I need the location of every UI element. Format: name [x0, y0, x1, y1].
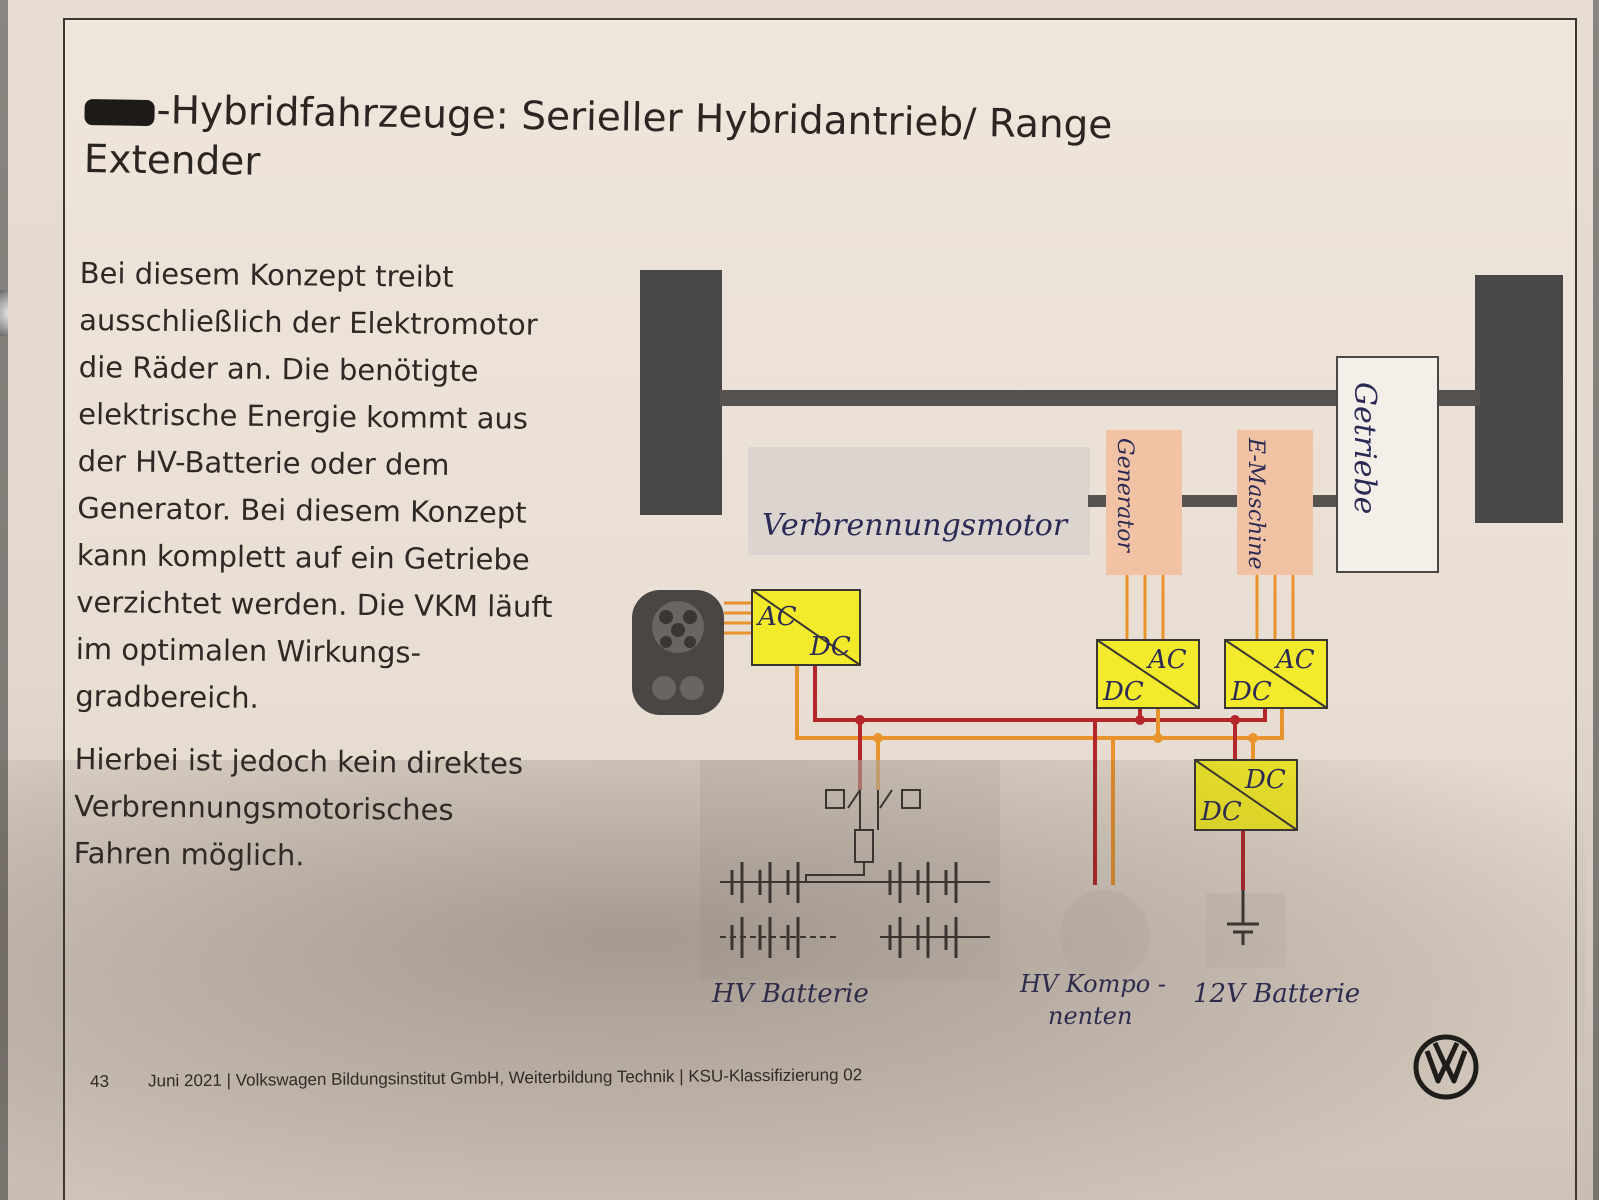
dc-dc-converter: DC DC	[1194, 759, 1298, 831]
gearbox-box	[1336, 356, 1439, 573]
slide-frame	[63, 18, 1577, 1200]
drive-axle	[720, 390, 1480, 406]
engine-shaft	[1088, 495, 1106, 507]
motor-ac-dc-converter: AC DC	[1224, 639, 1328, 709]
document-page	[8, 0, 1593, 1200]
hv-minus-bus	[795, 665, 1284, 740]
gearbox-label: Getriebe	[1347, 382, 1382, 514]
e-machine-shaft	[1313, 495, 1337, 507]
front-wheel	[640, 270, 722, 515]
svg-text:AC: AC	[1274, 645, 1315, 675]
hv-plus-bus	[813, 665, 1267, 722]
svg-text:DC: DC	[1230, 677, 1272, 707]
charging-socket-icon	[632, 590, 724, 715]
generator-shaft	[1182, 495, 1237, 507]
charger-ac-dc-converter: AC DC	[751, 589, 861, 666]
generator-phase-wires	[1125, 575, 1165, 640]
svg-text:DC: DC	[809, 632, 851, 662]
hv-components-label-line2: nenten	[1048, 1002, 1132, 1030]
hv-components-label-line1: HV Kompo -	[1019, 970, 1166, 998]
svg-text:AC: AC	[756, 602, 797, 632]
e-machine-box	[1237, 430, 1313, 575]
e-machine-label: E-Maschine	[1243, 437, 1268, 570]
vw-logo-icon	[1413, 1034, 1479, 1100]
svg-text:DC: DC	[1200, 797, 1242, 827]
hv-components-icon	[1060, 890, 1150, 980]
e-machine-phase-wires	[1255, 575, 1295, 640]
generator-ac-dc-converter: AC DC	[1096, 639, 1200, 709]
battery-12v-icon	[1206, 890, 1286, 968]
combustion-engine-box	[748, 447, 1090, 555]
engine-label: Verbrennungsmotor	[762, 508, 1069, 543]
battery-12v-label: 12V Batterie	[1193, 979, 1360, 1009]
svg-text:AC: AC	[1146, 645, 1187, 675]
hv-battery-label: HV Batterie	[711, 979, 869, 1009]
page-number: 43	[90, 1071, 110, 1091]
svg-text:DC: DC	[1102, 677, 1144, 707]
rear-wheel	[1475, 275, 1563, 523]
generator-label: Generator	[1112, 438, 1137, 554]
generator-box	[1106, 430, 1182, 575]
svg-text:DC: DC	[1244, 765, 1286, 795]
hv-battery	[700, 760, 1000, 980]
